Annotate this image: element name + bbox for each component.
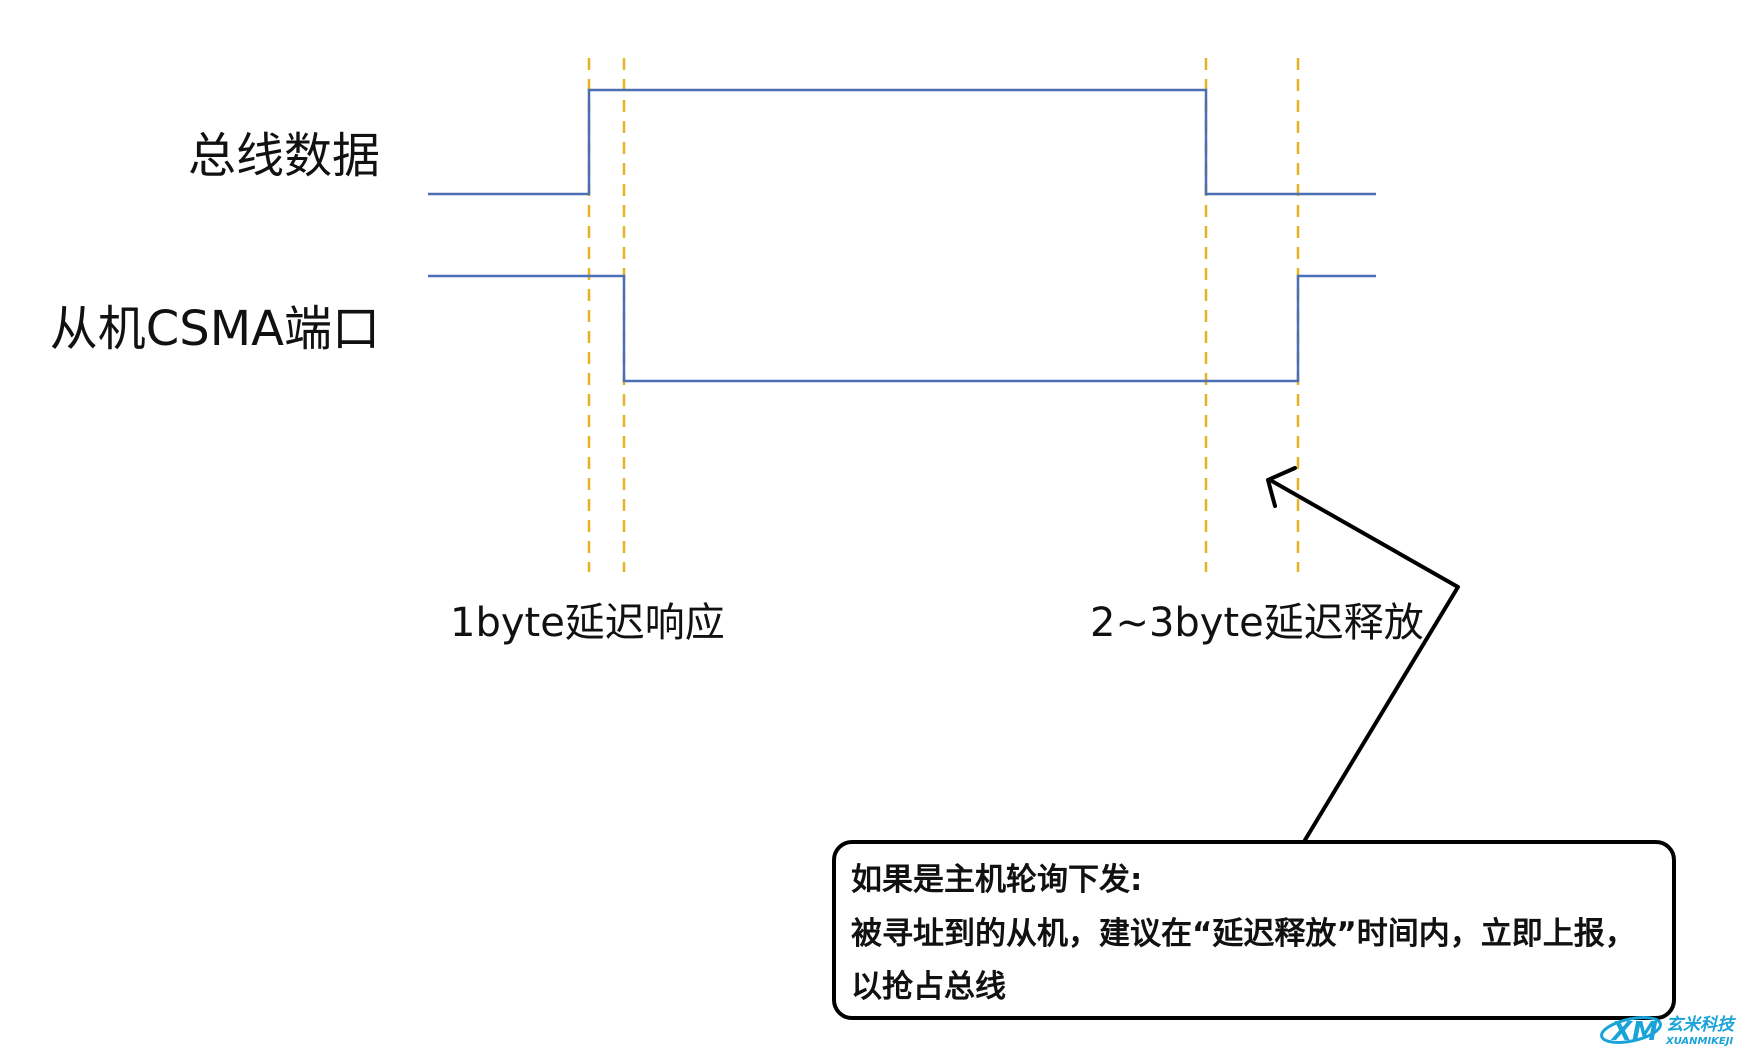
logo-mark: XM xyxy=(1610,1017,1658,1047)
logo-en-text: XUANMIKEJI xyxy=(1665,1036,1733,1047)
slave-csma-port-label: 从机CSMA端口 xyxy=(50,301,380,357)
note-line-3: 以抢占总线 xyxy=(851,969,1006,1005)
logo-swoosh-icon xyxy=(1600,1016,1662,1044)
logo-cn-text: 玄米科技 xyxy=(1666,1015,1737,1035)
callout-arrow-line xyxy=(1268,478,1460,842)
bus-data-waveform xyxy=(428,88,1376,196)
slave-csma-waveform xyxy=(428,274,1376,383)
release-delay-label: 2~3byte延迟释放 xyxy=(1090,600,1424,646)
bus-data-label: 总线数据 xyxy=(188,128,380,184)
note-line-1: 如果是主机轮询下发: xyxy=(851,862,1142,898)
note-box xyxy=(832,840,1676,1020)
company-logo: XM 玄米科技 XUANMIKEJI xyxy=(1600,1015,1737,1047)
callout-arrow-head xyxy=(1266,466,1297,508)
response-delay-label: 1byte延迟响应 xyxy=(450,600,725,646)
note-line-2: 被寻址到的从机，建议在“延迟释放”时间内，立即上报， xyxy=(851,916,1636,952)
